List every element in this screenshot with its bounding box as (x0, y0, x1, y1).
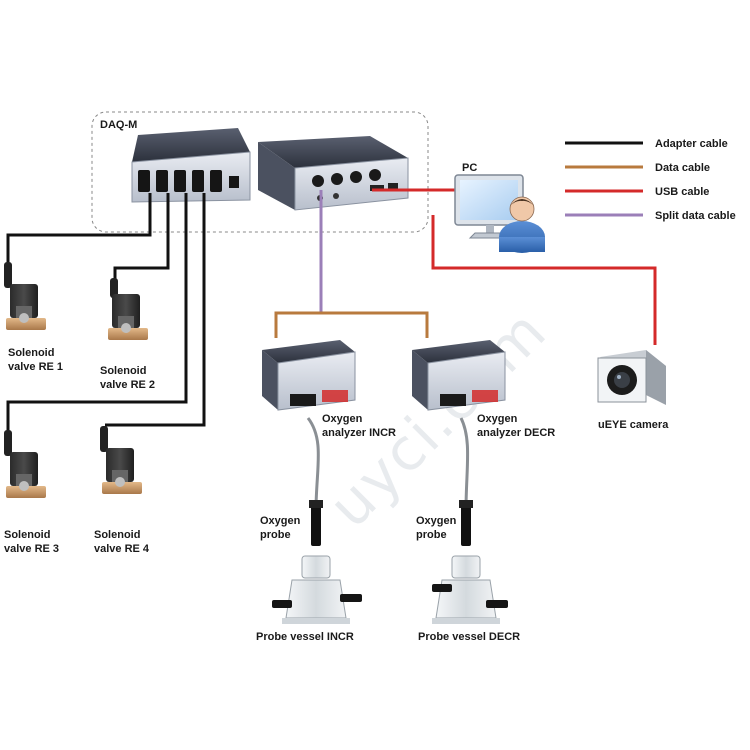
valve-re1: Solenoid valve RE 1 (4, 262, 63, 373)
vessel-decr: Probe vessel DECR (418, 555, 520, 643)
legend-label-adapter: Adapter cable (655, 138, 728, 150)
valve-re1-label-line2: valve RE 1 (8, 361, 63, 373)
vessel-incr: Probe vessel INCR (256, 555, 362, 643)
daq-module (131, 128, 251, 203)
valve-re4-label-line1: Solenoid (94, 529, 140, 541)
camera: uEYE camera (597, 350, 669, 431)
valve-re3-label-line2: valve RE 3 (4, 543, 59, 555)
daq-label: DAQ-M (100, 119, 137, 131)
usb-cable-camera (431, 215, 657, 345)
adapter-cable-re1 (6, 193, 152, 265)
user-icon (499, 196, 545, 253)
valve-re4: Solenoid valve RE 4 (94, 426, 150, 555)
probe-decr-label-line1: Oxygen (416, 515, 457, 527)
analyzer-decr: Oxygen analyzer DECR (412, 340, 555, 439)
vessel-decr-label: Probe vessel DECR (418, 631, 520, 643)
solenoid-valve-icon (108, 278, 148, 340)
analyzer-icon (262, 340, 356, 411)
data-cables (274, 311, 429, 338)
solenoid-valve-icon (4, 430, 46, 498)
analyzer-incr-label-line2: analyzer INCR (322, 427, 396, 439)
legend-label-usb: USB cable (655, 186, 709, 198)
valve-re1-label-line1: Solenoid (8, 347, 54, 359)
valve-re3: Solenoid valve RE 3 (4, 430, 59, 555)
analyzer-decr-label-line2: analyzer DECR (477, 427, 555, 439)
camera-icon (597, 350, 666, 405)
legend: Adapter cable Data cable USB cable Split… (565, 138, 736, 222)
usb-cables (372, 188, 657, 345)
probe-decr: Oxygen probe (416, 500, 473, 546)
legend-label-data: Data cable (655, 162, 710, 174)
solenoid-valve-icon (100, 426, 142, 494)
pc: PC (454, 162, 545, 253)
valve-re2-label-line1: Solenoid (100, 365, 146, 377)
valve-re2-label-line2: valve RE 2 (100, 379, 155, 391)
valve-re2: Solenoid valve RE 2 (100, 278, 155, 391)
probe-incr: Oxygen probe (260, 500, 323, 546)
adapter-cable-re3 (6, 193, 188, 432)
interface-module (258, 136, 409, 211)
probe-vessel-icon (432, 555, 508, 624)
probe-vessel-icon (272, 555, 362, 624)
probe-incr-label-line2: probe (260, 529, 291, 541)
adapter-cable-re4 (105, 193, 206, 427)
probe-decr-label-line2: probe (416, 529, 447, 541)
camera-label: uEYE camera (598, 419, 669, 431)
valve-re3-label-line1: Solenoid (4, 529, 50, 541)
valve-re4-label-line2: valve RE 4 (94, 543, 150, 555)
vessel-incr-label: Probe vessel INCR (256, 631, 354, 643)
daq-group: DAQ-M (91, 111, 429, 233)
analyzer-icon (412, 340, 506, 411)
legend-label-split: Split data cable (655, 210, 736, 222)
probe-cables (306, 417, 470, 511)
solenoid-valve-icon (4, 262, 46, 330)
adapter-cables (6, 193, 206, 432)
analyzer-decr-label-line1: Oxygen (477, 413, 518, 425)
probe-incr-label-line1: Oxygen (260, 515, 301, 527)
oxygen-probe-icon (309, 500, 323, 546)
analyzer-incr-label-line1: Oxygen (322, 413, 363, 425)
pc-label: PC (462, 162, 477, 174)
analyzer-incr: Oxygen analyzer INCR (262, 340, 396, 439)
oxygen-probe-icon (459, 500, 473, 546)
adapter-cable-re2 (113, 193, 170, 280)
